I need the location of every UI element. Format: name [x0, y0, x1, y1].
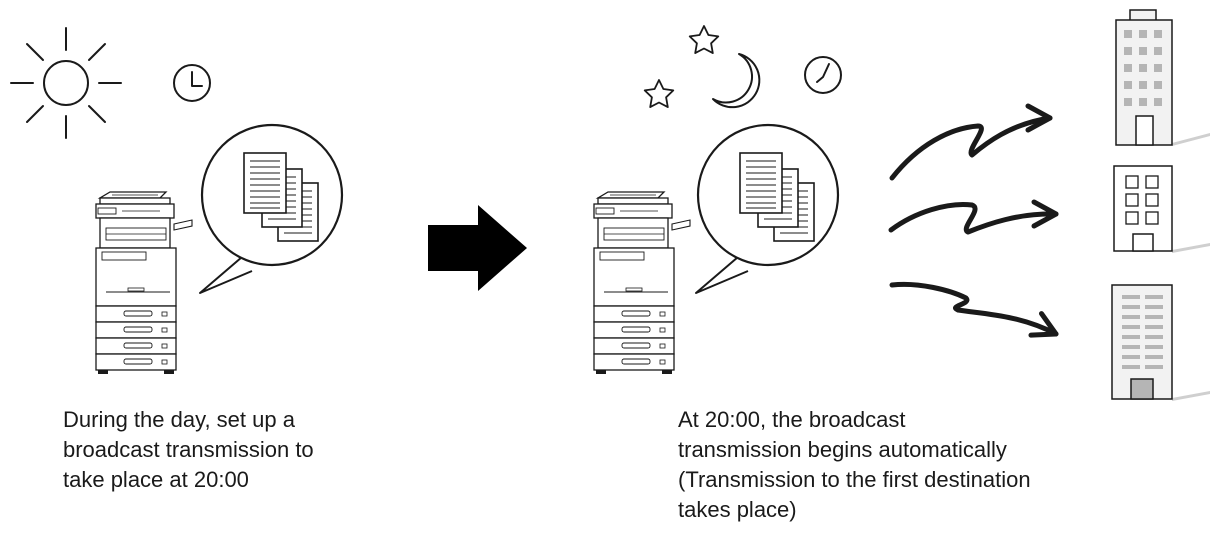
transmission-arrow-icon [889, 281, 1061, 344]
star-icon [688, 25, 720, 54]
caption-line: (Transmission to the first destination [678, 467, 1031, 492]
star-icon [643, 79, 675, 108]
clock-icon [173, 64, 211, 102]
transmission-arrow-icon [889, 106, 1053, 181]
document-stack-icon [198, 123, 344, 295]
document-stack-icon [694, 123, 840, 295]
caption-line: At 20:00, the broadcast [678, 407, 906, 432]
multifunction-printer-icon [593, 191, 691, 375]
caption-line: During the day, set up a [63, 407, 295, 432]
caption-line: broadcast transmission to [63, 437, 314, 462]
caption-line: takes place) [678, 497, 797, 522]
caption-scheduled-transmission: At 20:00, the broadcast transmission beg… [678, 405, 1031, 525]
building-icon [1111, 284, 1210, 401]
transmission-arrow-icon [888, 202, 1059, 235]
clock-icon [804, 56, 842, 94]
caption-line: take place at 20:00 [63, 467, 249, 492]
right-arrow-icon [428, 205, 527, 291]
moon-icon [712, 53, 761, 109]
building-icon [1113, 165, 1210, 253]
multifunction-printer-icon [95, 191, 193, 375]
building-icon [1115, 9, 1210, 146]
caption-line: transmission begins automatically [678, 437, 1007, 462]
caption-daytime-setup: During the day, set up a broadcast trans… [63, 405, 314, 495]
sun-icon [10, 27, 122, 139]
